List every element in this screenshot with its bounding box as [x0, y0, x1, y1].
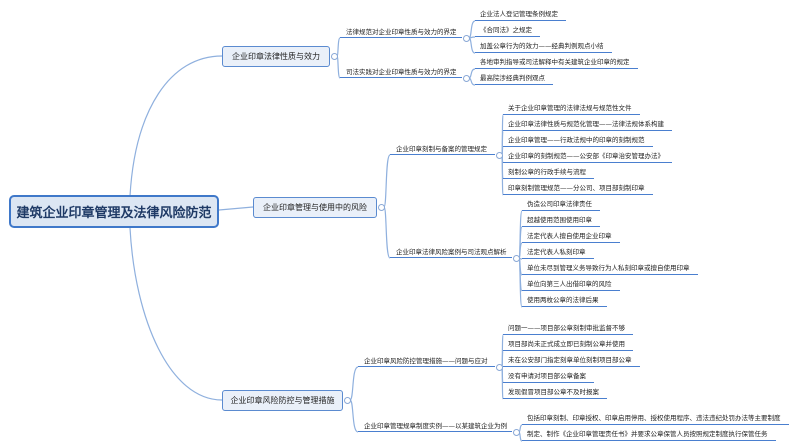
leaf-topic[interactable]: 制定、制作《企业印章管理责任书》并要求公章保管人员按照规定制度执行保管任务 — [522, 428, 776, 441]
leaf-topic[interactable]: 最高院涉经典判例观点 — [475, 72, 553, 85]
leaf-topic[interactable]: 超越使用范围使用印章 — [522, 214, 600, 227]
connector — [349, 399, 359, 433]
connector — [336, 37, 341, 57]
collapse-toggle[interactable] — [331, 53, 338, 60]
leaf-topic[interactable]: 企业印章法律性质与规范化管理——法律法规体系构建 — [503, 118, 672, 131]
leaf-topic[interactable]: 法定代表人擅自使用企业印章 — [522, 230, 620, 243]
leaf-topic[interactable]: 企业法人登记管理条例规定 — [475, 8, 566, 21]
collapse-toggle[interactable] — [513, 255, 520, 262]
leaf-topic[interactable]: 使用两枚公章的法律后果 — [522, 294, 607, 307]
connector — [218, 206, 254, 211]
subtopic[interactable]: 企业印章管理规章制度实例——以某建筑企业为例 — [358, 420, 512, 432]
branch-topic[interactable]: 企业印章管理与使用中的风险 — [253, 197, 377, 218]
leaf-topic[interactable]: 没有申请对项目部公章备案 — [503, 370, 594, 383]
leaf-topic[interactable]: 发现假冒项目部公章不及时报案 — [503, 386, 607, 399]
leaf-topic[interactable]: 法定代表人私刻印章 — [522, 246, 594, 259]
leaf-topic[interactable]: 关于企业印章管理的法律法规与规范性文件 — [503, 102, 640, 115]
leaf-topic[interactable]: 加盖公章行为的效力——经典判例观点小结 — [475, 40, 612, 53]
collapse-toggle[interactable] — [513, 429, 520, 436]
subtopic[interactable]: 企业印章风险防控管理措施——问题与应对 — [358, 355, 495, 367]
collapse-toggle[interactable] — [378, 204, 385, 211]
leaf-topic[interactable]: 企业印章管理——行政法规中的印章的刻制规范 — [503, 134, 653, 147]
subtopic[interactable]: 法律规范对企业印章性质与效力的界定 — [340, 26, 462, 38]
branch-topic[interactable]: 企业印章风险防控与管理措施 — [222, 390, 343, 411]
leaf-topic[interactable]: 问题一——项目部公章刻制审批监督不够 — [503, 322, 633, 335]
connector — [129, 55, 223, 197]
subtopic[interactable]: 司法实践对企业印章性质与效力的界定 — [340, 66, 462, 78]
leaf-topic[interactable]: 项目部尚未正式成立即已刻制公章并使用 — [503, 338, 633, 351]
leaf-topic[interactable]: 未在公安部门指定刻章单位刻制项目部公章 — [503, 354, 640, 367]
leaf-topic[interactable]: 包括印章刻制、印章授权、印章启用停用、授权使用程序、违法违纪处罚办法等主要制度 — [522, 412, 789, 425]
connector — [129, 227, 223, 401]
leaf-topic[interactable]: 伪造公司印章法律责任 — [522, 198, 600, 211]
collapse-toggle[interactable] — [344, 397, 351, 404]
leaf-topic[interactable]: 企业印章的刻制规范——公安部《印章治安管理办法》 — [503, 150, 672, 163]
collapse-toggle[interactable] — [463, 35, 470, 42]
leaf-topic[interactable]: 各地审判指导或司法解释中有关建筑企业印章的规定 — [475, 56, 638, 69]
collapse-toggle[interactable] — [496, 152, 503, 159]
root-topic[interactable]: 建筑企业印章管理及法律风险防范 — [9, 195, 219, 228]
subtopic[interactable]: 企业印章法律风险案例与司法观点解析 — [390, 246, 512, 258]
branch-topic[interactable]: 企业印章法律性质与效力 — [222, 46, 330, 67]
leaf-topic[interactable]: 刻制公章的行政手续与流程 — [503, 166, 594, 179]
collapse-toggle[interactable] — [496, 364, 503, 371]
connector — [383, 154, 391, 208]
leaf-topic[interactable]: 单位向第三人出借印章的风险 — [522, 278, 620, 291]
connector — [349, 366, 359, 401]
leaf-topic[interactable]: 单位未尽到管理义务导致行为人私刻印章或擅自使用印章 — [522, 262, 698, 275]
subtopic[interactable]: 企业印章刻制与备案的管理规定 — [390, 143, 495, 155]
collapse-toggle[interactable] — [463, 75, 470, 82]
leaf-topic[interactable]: 印章刻制管理规范——分公司、项目部刻制印章 — [503, 182, 653, 195]
leaf-topic[interactable]: 《合同法》之规定 — [475, 24, 540, 37]
